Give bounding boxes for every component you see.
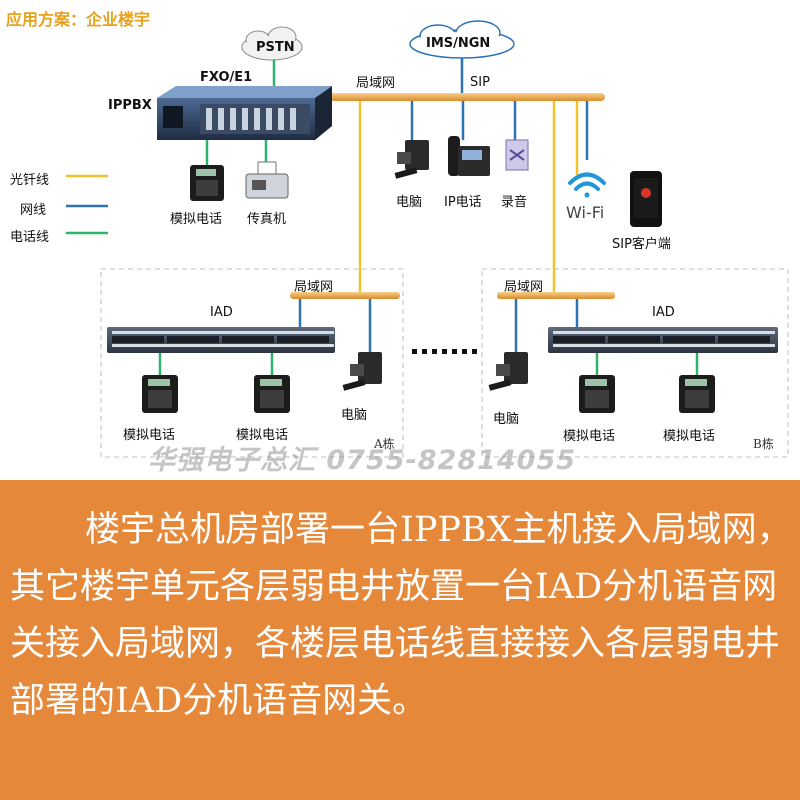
b-phone2-label: 模拟电话 bbox=[663, 429, 716, 444]
lan-bus-b bbox=[497, 292, 615, 299]
fax-label: 传真机 bbox=[247, 212, 287, 227]
ippbx-icon bbox=[157, 86, 332, 140]
fxo-label: FXO/E1 bbox=[200, 70, 253, 85]
watermark: 华强电子总汇 0755-82814055 bbox=[148, 445, 577, 476]
diagram-area: 应用方案：企业楼宇 PSTN IMS/NGN FXO/E1 IPPBX 局域网 … bbox=[6, 10, 789, 476]
recording-icon bbox=[505, 139, 529, 171]
analog-phone-icon bbox=[579, 375, 615, 413]
b-pc-label: 电脑 bbox=[493, 412, 520, 427]
analog-phone-icon bbox=[254, 375, 290, 413]
iad-b-label: IAD bbox=[652, 305, 675, 320]
iad-a-label: IAD bbox=[210, 305, 233, 320]
b-phone1-label: 模拟电话 bbox=[563, 429, 616, 444]
analog-phone-icon bbox=[142, 375, 178, 413]
analog-phone-icon bbox=[190, 165, 224, 201]
a-phone2-label: 模拟电话 bbox=[236, 428, 289, 443]
building-a-box bbox=[100, 268, 404, 458]
analog-phone-icon bbox=[679, 375, 715, 413]
network-diagram bbox=[66, 20, 789, 458]
building-b-box bbox=[481, 268, 789, 458]
ip-phone-label: IP电话 bbox=[444, 195, 482, 210]
sip-client-label: SIP客户端 bbox=[612, 237, 671, 252]
a-phone1-label: 模拟电话 bbox=[123, 428, 176, 443]
main-lan-bus bbox=[330, 93, 605, 101]
recording-label: 录音 bbox=[501, 195, 528, 210]
wifi-label: Wi-Fi bbox=[566, 203, 605, 222]
pstn-label: PSTN bbox=[256, 40, 295, 55]
sip-client-icon bbox=[630, 171, 662, 227]
building-a-label: A栋 bbox=[374, 437, 395, 451]
ims-ngn-label: IMS/NGN bbox=[426, 36, 491, 51]
ip-phone-icon bbox=[448, 136, 490, 176]
page-title: 应用方案：企业楼宇 bbox=[6, 10, 151, 29]
legend-phone-label: 电话线 bbox=[10, 230, 50, 245]
legend-network-label: 网线 bbox=[20, 203, 47, 218]
building-b-label: B栋 bbox=[753, 437, 774, 451]
lan-a-label: 局域网 bbox=[294, 280, 334, 295]
lan-top-label: 局域网 bbox=[356, 76, 396, 91]
ims-ngn-cloud-icon bbox=[409, 20, 515, 59]
ellipsis-separator bbox=[412, 349, 477, 354]
iad-a-switch-icon bbox=[107, 327, 335, 353]
lan-bus-a bbox=[290, 292, 400, 299]
sip-label: SIP bbox=[470, 75, 490, 90]
analog-phone-label: 模拟电话 bbox=[170, 212, 223, 227]
pc-icon bbox=[394, 140, 429, 179]
fax-icon bbox=[245, 161, 289, 199]
pc-icon bbox=[342, 352, 382, 391]
pstn-cloud-icon bbox=[241, 26, 303, 61]
description-panel: 楼宇总机房部署一台IPPBX主机接入局域网，其它楼宇单元各层弱电井放置一台IAD… bbox=[0, 480, 800, 800]
description-text: 楼宇总机房部署一台IPPBX主机接入局域网，其它楼宇单元各层弱电井放置一台IAD… bbox=[10, 510, 792, 721]
pc-label: 电脑 bbox=[396, 195, 423, 210]
wifi-icon bbox=[568, 172, 606, 198]
a-pc-label: 电脑 bbox=[341, 408, 368, 423]
lan-b-label: 局域网 bbox=[504, 280, 544, 295]
iad-b-switch-icon bbox=[548, 327, 778, 353]
ippbx-label: IPPBX bbox=[108, 98, 152, 113]
pc-icon bbox=[488, 352, 528, 391]
legend-fiber-label: 光钎线 bbox=[10, 173, 50, 188]
